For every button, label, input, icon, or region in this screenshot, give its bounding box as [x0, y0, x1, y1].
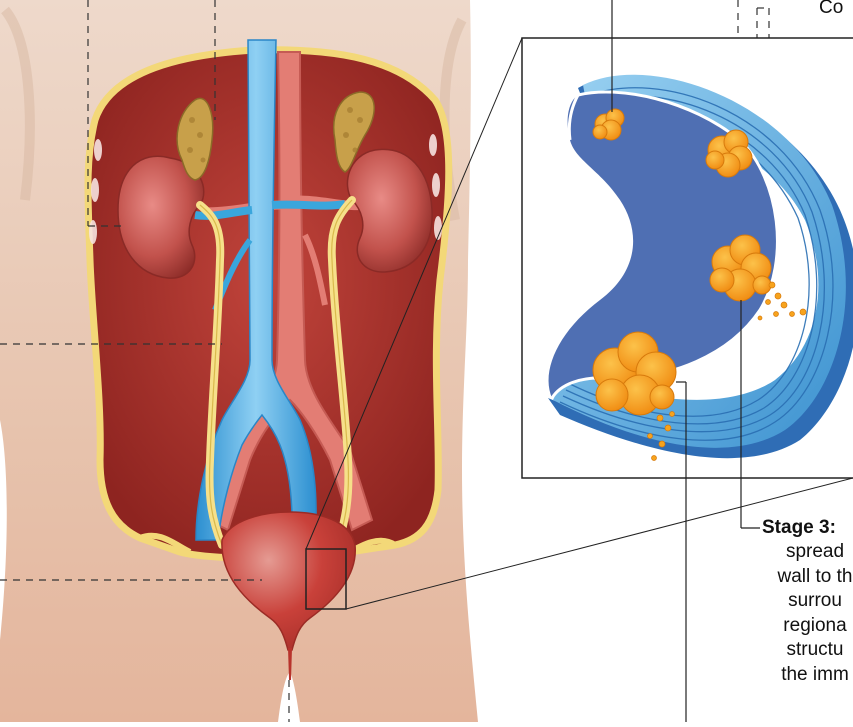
right-kidney: [347, 149, 432, 272]
stage3-line: structu: [735, 638, 853, 663]
stage3-description: spread wall to th surrou regiona structu…: [735, 540, 853, 687]
stage3-title: Stage 3:: [762, 516, 836, 540]
stage3-line: wall to th: [735, 565, 853, 590]
stage3-line: the imm: [735, 663, 853, 688]
connective-tissue-label: Co: [819, 0, 843, 20]
stage3-line: regiona: [735, 614, 853, 639]
stage3-line: spread: [735, 540, 853, 565]
stage3-line: surrou: [735, 589, 853, 614]
